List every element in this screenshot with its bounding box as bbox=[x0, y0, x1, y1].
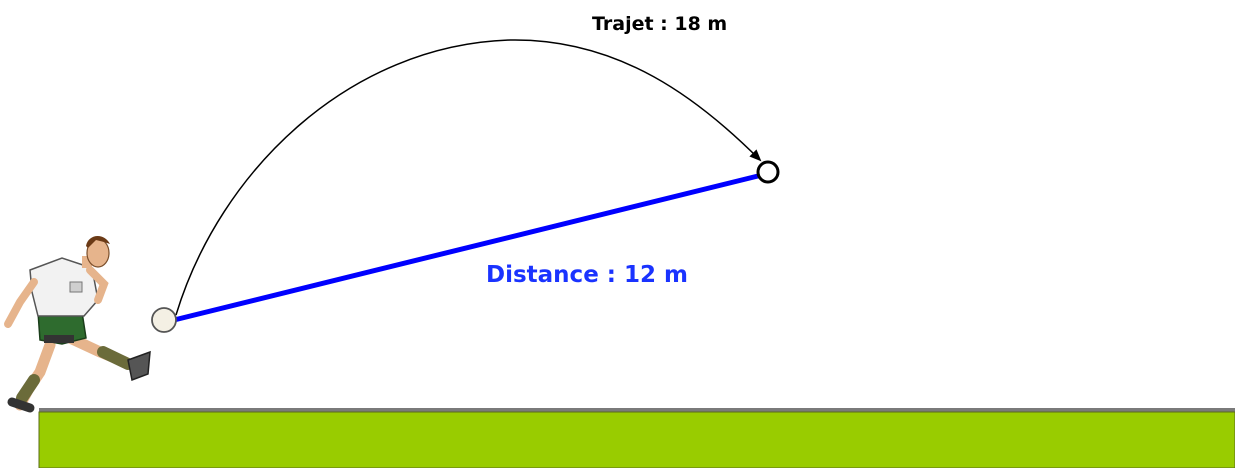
path-label: Trajet : 18 m bbox=[592, 13, 727, 35]
ground-field bbox=[38, 411, 1235, 468]
soccer-player-kicking-icon bbox=[4, 235, 151, 413]
distance-line bbox=[167, 172, 765, 324]
distance-label: Distance : 12 m bbox=[486, 262, 688, 288]
trajectory-arc bbox=[175, 39, 762, 316]
landing-circle-icon bbox=[756, 160, 780, 184]
ground-shadow bbox=[39, 408, 1235, 414]
soccer-ball-icon bbox=[151, 307, 177, 333]
ground bbox=[38, 408, 1235, 468]
